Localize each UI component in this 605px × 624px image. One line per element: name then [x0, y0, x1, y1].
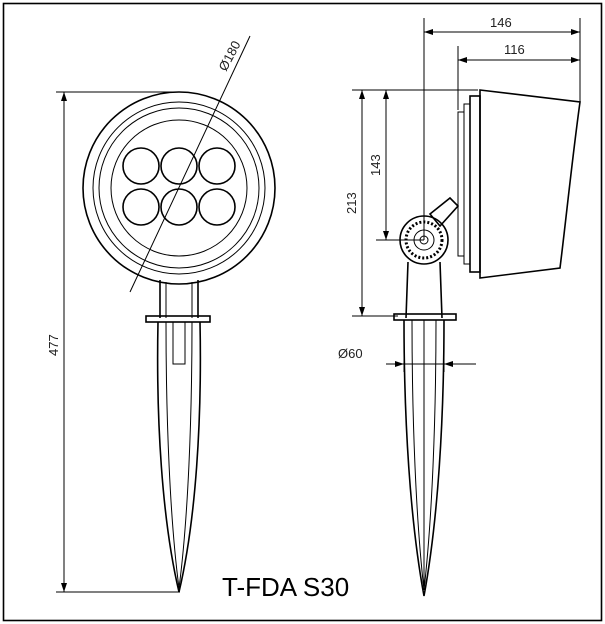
side-head-ring-2: [463, 103, 471, 265]
front-view: Ø180 477: [46, 35, 276, 593]
arrow: [383, 231, 389, 240]
side-head-ring-3: [457, 111, 465, 257]
led: [198, 147, 236, 185]
head-inner-ring: [98, 107, 260, 269]
diameter-line: [129, 35, 251, 293]
arrow: [359, 307, 365, 316]
arrow: [61, 583, 67, 592]
arrow: [61, 92, 67, 101]
led: [122, 188, 160, 226]
total-height-label: 477: [46, 334, 61, 356]
side-head-ring: [469, 95, 481, 273]
side-stem: [405, 261, 443, 319]
side-arm: [428, 196, 460, 228]
front-spike: [156, 321, 202, 593]
side-view: 146 116 213 143 Ø60: [338, 15, 581, 597]
front-flange: [145, 315, 211, 323]
arrow: [458, 57, 467, 63]
front-neck: [159, 280, 199, 318]
arrow: [424, 29, 433, 35]
arrow: [395, 361, 404, 367]
front-spike-slot: [172, 321, 186, 365]
model-title: T-FDA S30: [222, 572, 349, 602]
front-spike-inner: [165, 321, 193, 589]
arrow: [359, 90, 365, 99]
arrow: [444, 361, 453, 367]
height-pivot-label: 143: [368, 154, 383, 176]
width-body-label: 116: [504, 42, 525, 57]
led: [198, 188, 236, 226]
arrow: [571, 29, 580, 35]
front-neck-inner: [165, 282, 193, 318]
led: [122, 147, 160, 185]
width-total-label: 146: [490, 15, 512, 30]
arrow: [571, 57, 580, 63]
side-head-body: [479, 89, 581, 279]
led: [160, 188, 198, 226]
side-flange: [393, 313, 457, 321]
side-spike: [403, 319, 445, 597]
arrow: [383, 90, 389, 99]
height-head-label: 213: [344, 192, 359, 214]
diameter-base-label: Ø60: [338, 346, 363, 361]
head-lens-ring: [110, 119, 248, 257]
head-mid-ring: [92, 101, 266, 275]
diameter-head-label: Ø180: [215, 38, 243, 73]
led: [160, 147, 198, 185]
led-cluster: [122, 147, 236, 226]
